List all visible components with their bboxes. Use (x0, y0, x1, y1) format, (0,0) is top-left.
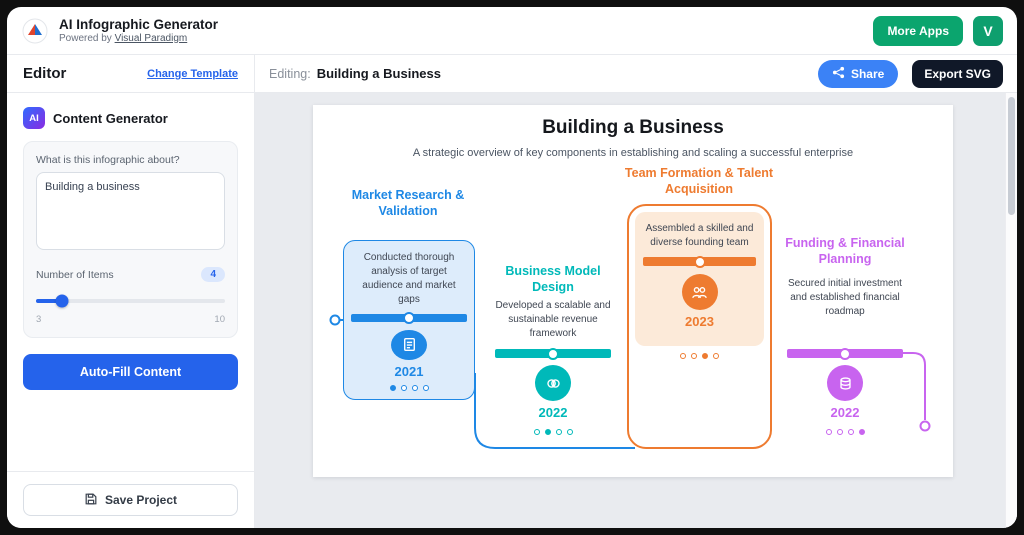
document-title: Building a Business (316, 66, 441, 81)
item-2-progress-bar[interactable] (495, 347, 611, 360)
content-generator-title: Content Generator (53, 110, 168, 126)
item-2-year[interactable]: 2022 (538, 405, 568, 420)
export-svg-button[interactable]: Export SVG (912, 59, 1003, 88)
canvas-scrollbar[interactable] (1005, 93, 1017, 528)
dot (847, 429, 854, 435)
slider-range-labels: 3 10 (36, 314, 225, 325)
report-icon[interactable] (391, 329, 427, 360)
change-template-link[interactable]: Change Template (147, 67, 238, 80)
team-icon[interactable] (681, 274, 718, 310)
item-3-card[interactable]: Assembled a skilled and diverse founding… (635, 212, 764, 346)
main-area: Editing: Building a Business Share Expor… (255, 55, 1017, 528)
editor-title: Editor (23, 65, 67, 82)
visual-paradigm-logo-icon (21, 17, 49, 45)
item-2-pagination-dots (503, 429, 603, 435)
slider-track[interactable] (36, 299, 225, 303)
item-1-card[interactable]: Conducted thorough analysis of target au… (343, 240, 475, 400)
brain-icon[interactable] (535, 365, 571, 401)
items-count-badge: 4 (201, 267, 225, 282)
dot (555, 429, 562, 435)
dot (836, 429, 843, 435)
item-1-heading[interactable]: Market Research & Validation (351, 188, 465, 219)
generator-card: What is this infographic about? Building… (23, 141, 238, 338)
slider-max-label: 10 (214, 314, 225, 325)
slider-thumb[interactable] (55, 294, 69, 308)
dot (858, 429, 865, 435)
autofill-content-button[interactable]: Auto-Fill Content (23, 354, 238, 390)
dot (544, 429, 551, 435)
infographic-title[interactable]: Building a Business (542, 117, 724, 138)
scrollbar-thumb[interactable] (1008, 97, 1015, 215)
item-4-bar-marker (839, 347, 851, 360)
slider-fill (36, 299, 63, 303)
more-apps-button[interactable]: More Apps (873, 15, 963, 46)
item-4-pagination-dots (795, 429, 895, 435)
items-slider[interactable] (36, 294, 225, 308)
item-1-progress-bar[interactable] (351, 311, 467, 324)
dot (566, 429, 573, 435)
item-3-year[interactable]: 2023 (685, 314, 714, 329)
editor-sidebar: Editor Change Template AI Content Genera… (7, 55, 255, 528)
sidebar-header: Editor Change Template (7, 55, 254, 93)
share-icon (832, 66, 845, 82)
editing-bar: Editing: Building a Business Share Expor… (255, 55, 1017, 93)
dot (533, 429, 540, 435)
item-1-bar-marker (403, 311, 415, 324)
item-4-text[interactable]: Secured initial investment and establish… (788, 278, 902, 317)
items-label: Number of Items (36, 268, 114, 281)
item-3-progress-bar[interactable] (643, 255, 756, 268)
item-2-bar-marker (547, 347, 559, 360)
user-avatar[interactable]: V (973, 15, 1003, 46)
item-4-heading[interactable]: Funding & Financial Planning (785, 236, 905, 267)
content-generator-header: AI Content Generator (23, 107, 238, 129)
dot (825, 429, 832, 435)
visual-paradigm-link[interactable]: Visual Paradigm (114, 32, 188, 44)
item-1-text[interactable]: Conducted thorough analysis of target au… (362, 252, 456, 305)
share-button[interactable]: Share (817, 59, 899, 88)
item-1-year[interactable]: 2021 (394, 364, 424, 379)
editing-label: Editing: (269, 66, 311, 81)
sidebar-footer: Save Project (7, 471, 254, 528)
sidebar-content: AI Content Generator What is this infogr… (7, 93, 254, 471)
app-window: AI Infographic Generator Powered by Visu… (7, 7, 1017, 528)
powered-by: Powered by Visual Paradigm (59, 32, 188, 44)
dot (712, 353, 719, 359)
infographic-panel[interactable]: Building a Business A strategic overview… (313, 105, 953, 477)
item-3-bar-marker (693, 255, 706, 268)
dot (422, 385, 429, 391)
app-header: AI Infographic Generator Powered by Visu… (7, 7, 1017, 55)
app-title: AI Infographic Generator (59, 16, 219, 32)
item-3-text[interactable]: Assembled a skilled and diverse founding… (645, 223, 754, 248)
item-2-heading[interactable]: Business Model Design (505, 264, 601, 295)
slider-min-label: 3 (36, 314, 42, 325)
dot (400, 385, 407, 391)
number-of-items-row: Number of Items 4 (36, 267, 225, 282)
item-4-progress-bar[interactable] (787, 347, 903, 360)
design-canvas[interactable]: Building a Business A strategic overview… (255, 93, 1017, 528)
item-3-pagination-dots (649, 353, 749, 359)
item-2-text[interactable]: Developed a scalable and sustainable rev… (495, 300, 611, 339)
save-project-button[interactable]: Save Project (23, 484, 238, 516)
item-1-pagination-dots (389, 385, 429, 391)
app-title-block: AI Infographic Generator Powered by Visu… (59, 17, 218, 44)
dot (701, 353, 708, 359)
about-label: What is this infographic about? (36, 154, 180, 166)
ai-badge-icon: AI (23, 107, 45, 129)
about-textarea[interactable]: Building a business (36, 172, 225, 250)
dot (679, 353, 686, 359)
dot (690, 353, 697, 359)
item-4-year[interactable]: 2022 (830, 405, 860, 420)
infographic-subtitle[interactable]: A strategic overview of key components i… (412, 147, 854, 159)
save-icon (84, 492, 98, 509)
dot (411, 385, 418, 391)
finance-icon[interactable] (827, 365, 863, 401)
dot (389, 385, 396, 391)
item-3-heading[interactable]: Team Formation & Talent Acquisition (624, 166, 774, 197)
